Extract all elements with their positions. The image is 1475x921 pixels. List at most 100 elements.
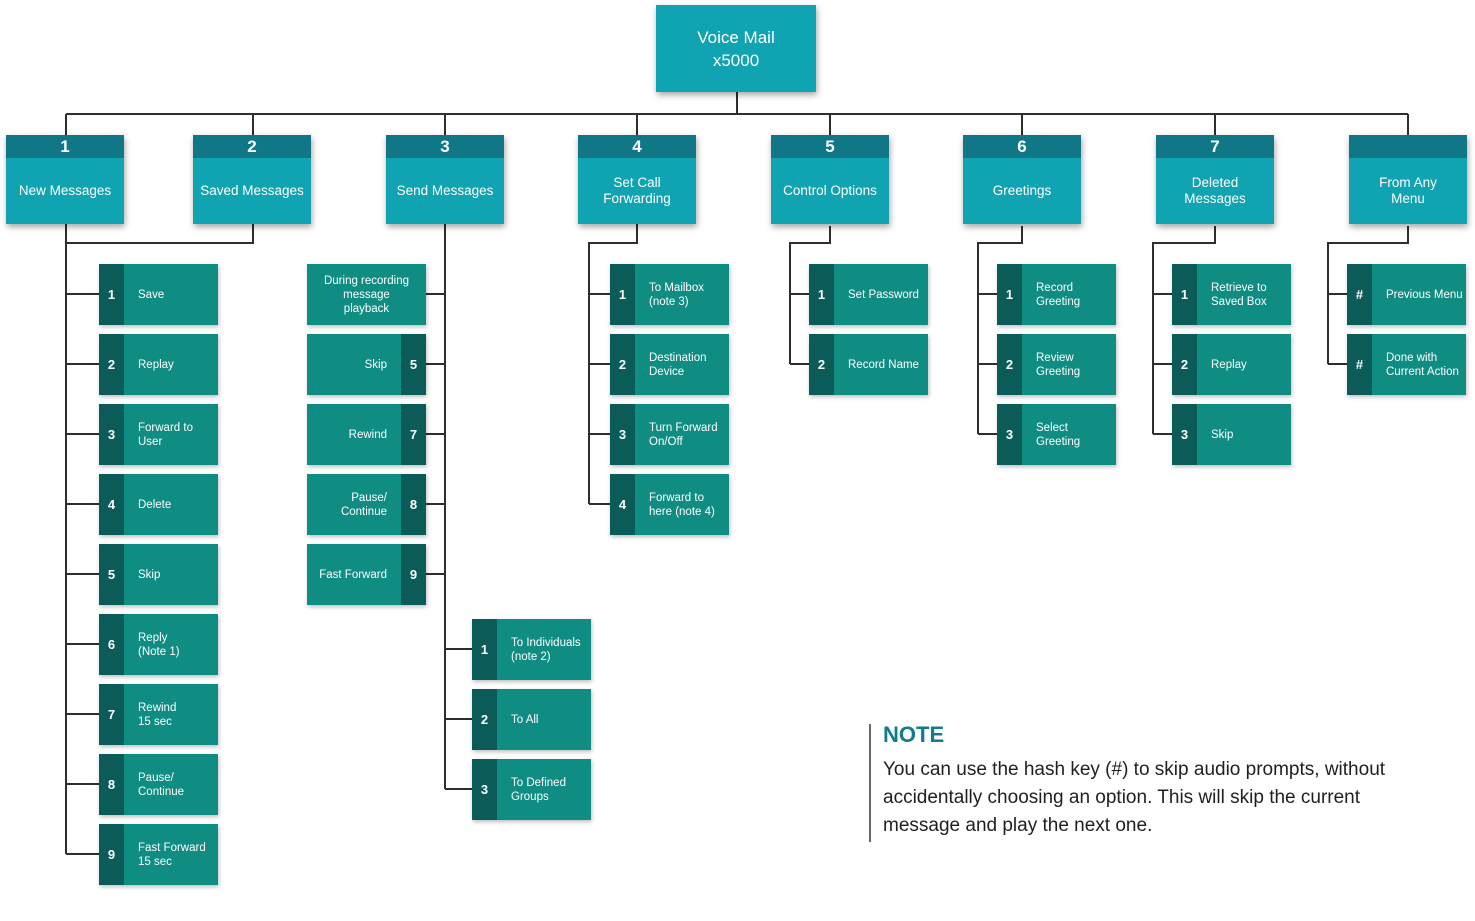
option-replay: 2 Replay xyxy=(99,334,218,395)
option-key: 2 xyxy=(99,334,124,395)
option-key: 1 xyxy=(610,264,635,325)
option-key: 7 xyxy=(401,404,426,465)
playback-header: During recording message playback xyxy=(307,264,426,325)
option-label: To All xyxy=(497,689,591,750)
option-delete: 4 Delete xyxy=(99,474,218,535)
option-label: Fast Forward 15 sec xyxy=(124,824,218,885)
category-label: Greetings xyxy=(963,158,1081,224)
option-key: 2 xyxy=(997,334,1022,395)
note-box: NOTE You can use the hash key (#) to ski… xyxy=(869,722,1429,842)
option-key: 5 xyxy=(99,544,124,605)
option-key: # xyxy=(1347,334,1372,395)
category-label: Deleted Messages xyxy=(1156,158,1274,224)
category-greetings: 6 Greetings xyxy=(963,135,1081,224)
option-pause-continue: 8 Pause/ Continue xyxy=(99,754,218,815)
option-playback-fast-forward: Fast Forward 9 xyxy=(307,544,426,605)
category-label: Control Options xyxy=(771,158,889,224)
option-label: Pause/ Continue xyxy=(307,474,401,535)
category-send-messages: 3 Send Messages xyxy=(386,135,504,224)
option-retrieve-to-saved: 1 Retrieve to Saved Box xyxy=(1172,264,1291,325)
category-number: 4 xyxy=(578,135,696,158)
category-number xyxy=(1349,135,1467,158)
option-destination-device: 2 Destination Device xyxy=(610,334,729,395)
option-label: Record Greeting xyxy=(1022,264,1116,325)
option-key: # xyxy=(1347,264,1372,325)
option-key: 5 xyxy=(401,334,426,395)
option-label: To Mailbox (note 3) xyxy=(635,264,729,325)
option-turn-forward: 3 Turn Forward On/Off xyxy=(610,404,729,465)
option-label: Forward to User xyxy=(124,404,218,465)
option-label: Done with Current Action xyxy=(1372,334,1466,395)
option-key: 1 xyxy=(997,264,1022,325)
root-extension: x5000 xyxy=(712,50,760,70)
root-node-voice-mail: Voice Mail x5000 xyxy=(656,5,816,92)
option-label: Skip xyxy=(124,544,218,605)
option-key: 8 xyxy=(401,474,426,535)
category-deleted-messages: 7 Deleted Messages xyxy=(1156,135,1274,224)
option-label: Retrieve to Saved Box xyxy=(1197,264,1291,325)
option-record-greeting: 1 Record Greeting xyxy=(997,264,1116,325)
option-to-individuals: 1 To Individuals (note 2) xyxy=(472,619,591,680)
option-playback-skip: Skip 5 xyxy=(307,334,426,395)
option-label: Previous Menu xyxy=(1372,264,1466,325)
option-label: Fast Forward xyxy=(307,544,401,605)
category-number: 5 xyxy=(771,135,889,158)
option-key: 3 xyxy=(610,404,635,465)
category-set-call-forwarding: 4 Set Call Forwarding xyxy=(578,135,696,224)
option-label: Replay xyxy=(124,334,218,395)
note-title: NOTE xyxy=(883,722,945,747)
option-key: 3 xyxy=(997,404,1022,465)
option-previous-menu: # Previous Menu xyxy=(1347,264,1466,325)
option-key: 6 xyxy=(99,614,124,675)
option-select-greeting: 3 Select Greeting xyxy=(997,404,1116,465)
category-number: 1 xyxy=(6,135,124,158)
category-number: 2 xyxy=(193,135,311,158)
category-label: Send Messages xyxy=(386,158,504,224)
category-saved-messages: 2 Saved Messages xyxy=(193,135,311,224)
option-key: 2 xyxy=(809,334,834,395)
option-rewind: 7 Rewind 15 sec xyxy=(99,684,218,745)
option-playback-rewind: Rewind 7 xyxy=(307,404,426,465)
option-label: Destination Device xyxy=(635,334,729,395)
option-label: Skip xyxy=(307,334,401,395)
option-key: 3 xyxy=(99,404,124,465)
option-label: Turn Forward On/Off xyxy=(635,404,729,465)
category-control-options: 5 Control Options xyxy=(771,135,889,224)
category-label: Set Call Forwarding xyxy=(578,158,696,224)
category-number: 3 xyxy=(386,135,504,158)
option-skip: 5 Skip xyxy=(99,544,218,605)
option-set-password: 1 Set Password xyxy=(809,264,928,325)
option-key: 1 xyxy=(1172,264,1197,325)
option-key: 7 xyxy=(99,684,124,745)
option-playback-pause: Pause/ Continue 8 xyxy=(307,474,426,535)
option-to-defined-groups: 3 To Defined Groups xyxy=(472,759,591,820)
option-label: Delete xyxy=(124,474,218,535)
option-review-greeting: 2 Review Greeting xyxy=(997,334,1116,395)
category-label: New Messages xyxy=(6,158,124,224)
category-label: Saved Messages xyxy=(193,158,311,224)
option-key: 1 xyxy=(472,619,497,680)
category-from-any-menu: From Any Menu xyxy=(1349,135,1467,224)
option-key: 4 xyxy=(99,474,124,535)
option-save: 1 Save xyxy=(99,264,218,325)
category-number: 6 xyxy=(963,135,1081,158)
option-key: 2 xyxy=(610,334,635,395)
option-key: 1 xyxy=(99,264,124,325)
option-label: Replay xyxy=(1197,334,1291,395)
option-label: Rewind 15 sec xyxy=(124,684,218,745)
option-fast-forward: 9 Fast Forward 15 sec xyxy=(99,824,218,885)
option-record-name: 2 Record Name xyxy=(809,334,928,395)
option-key: 4 xyxy=(610,474,635,535)
option-label: Pause/ Continue xyxy=(124,754,218,815)
option-forward-to-user: 3 Forward to User xyxy=(99,404,218,465)
option-key: 1 xyxy=(809,264,834,325)
option-label: Save xyxy=(124,264,218,325)
option-forward-to-here: 4 Forward to here (note 4) xyxy=(610,474,729,535)
option-label: Review Greeting xyxy=(1022,334,1116,395)
option-label: Forward to here (note 4) xyxy=(635,474,729,535)
option-reply: 6 Reply (Note 1) xyxy=(99,614,218,675)
category-label: From Any Menu xyxy=(1349,158,1467,224)
option-key: 3 xyxy=(472,759,497,820)
option-label: Skip xyxy=(1197,404,1291,465)
option-key: 9 xyxy=(401,544,426,605)
